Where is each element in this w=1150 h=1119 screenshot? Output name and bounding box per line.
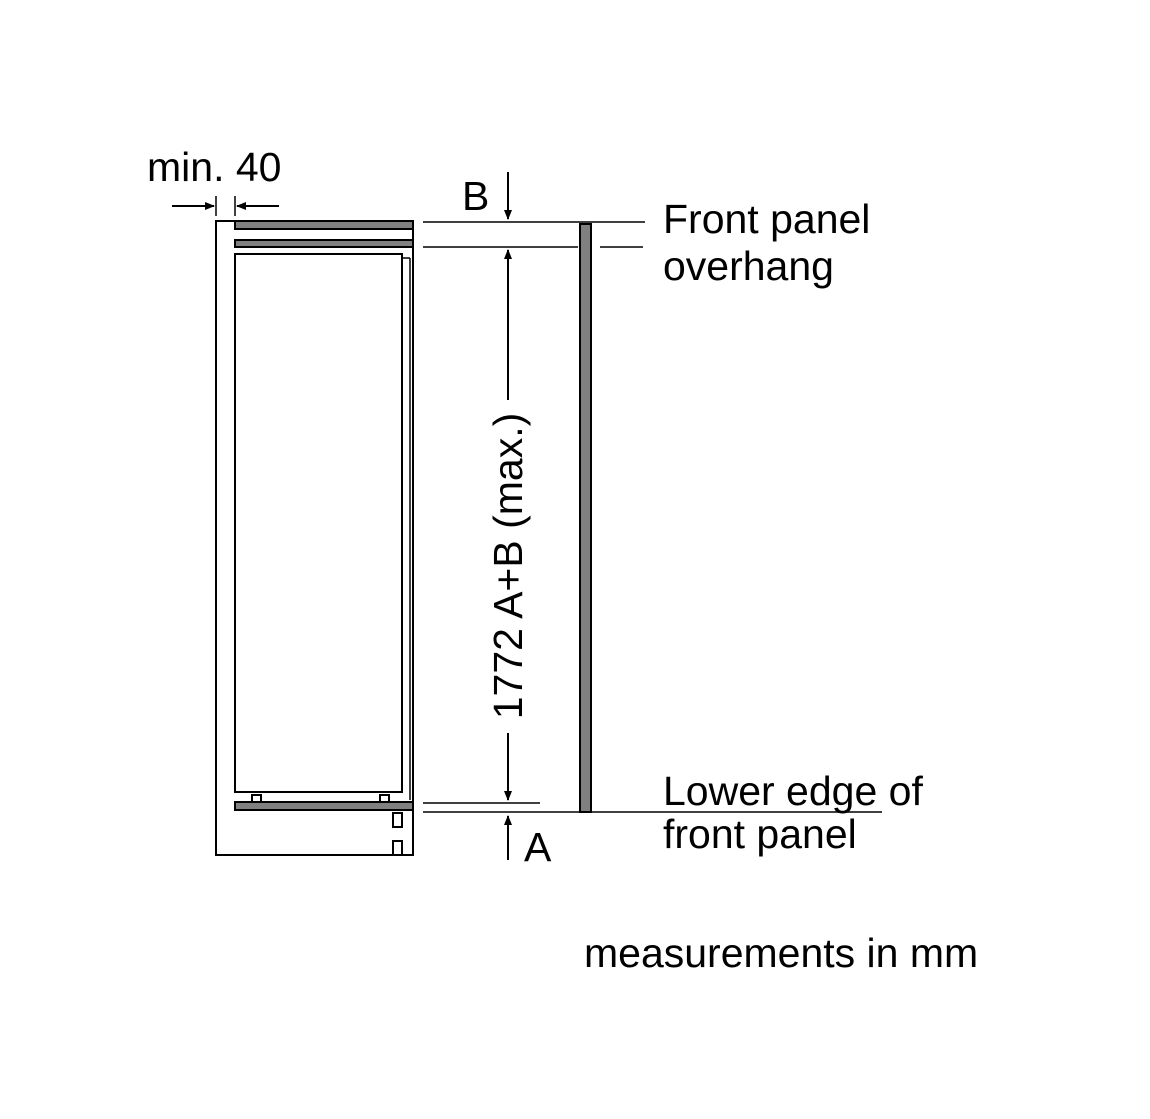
foot-left: [251, 794, 262, 803]
height-label: 1772 A+B (max.): [485, 413, 531, 720]
cabinet-niche: [215, 220, 414, 856]
plinth-block-upper: [392, 812, 403, 828]
a-label: A: [524, 824, 552, 870]
lower-edge-label-1: Lower edge of: [663, 768, 923, 814]
upper-shelf-panel: [234, 239, 414, 248]
niche-outline: [215, 220, 414, 856]
foot-right: [379, 794, 390, 803]
b-label: B: [462, 173, 489, 219]
front-panel-overhang-label-2: overhang: [663, 243, 834, 289]
height-dimension: B 1772 A+B (max.) A: [423, 172, 882, 870]
front-panel: [579, 223, 592, 813]
units-note: measurements in mm: [584, 930, 978, 976]
min-gap-dimension: min. 40: [147, 144, 281, 216]
bottom-panel: [234, 801, 414, 811]
lower-edge-label-2: front panel: [663, 811, 857, 857]
front-panel-overhang-label-1: Front panel: [663, 196, 870, 242]
plinth-block-lower: [392, 840, 403, 856]
min-gap-label: min. 40: [147, 144, 281, 190]
top-panel: [234, 220, 414, 230]
appliance-body: [234, 253, 403, 793]
